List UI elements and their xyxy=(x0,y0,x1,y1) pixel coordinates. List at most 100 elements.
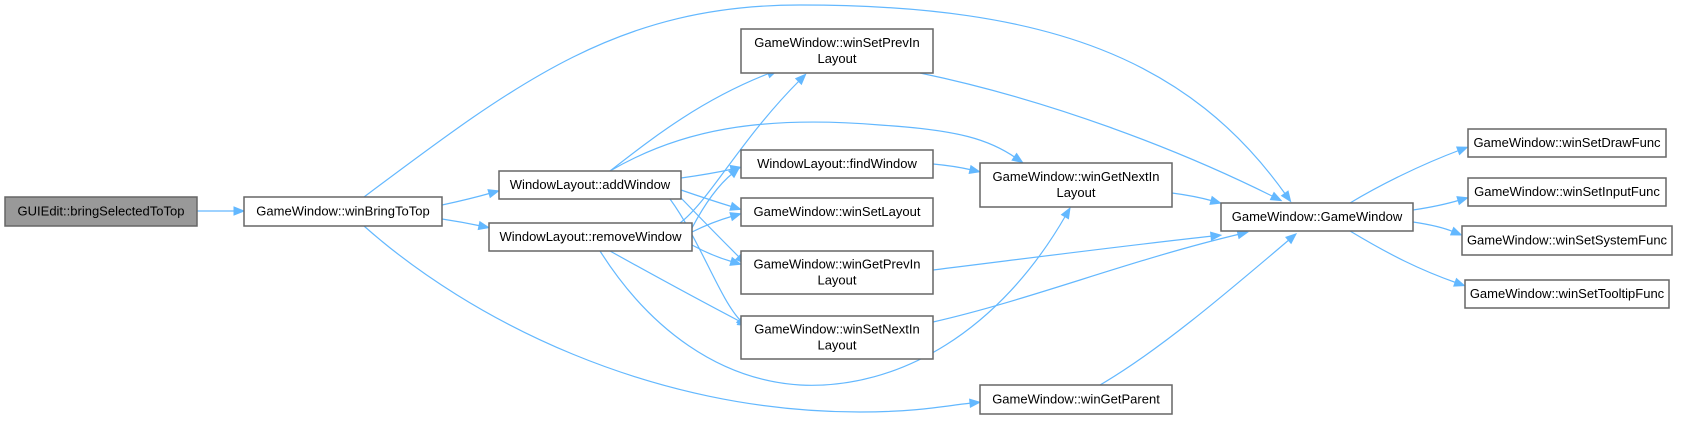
edge-line xyxy=(441,218,482,227)
arrowhead xyxy=(1455,146,1469,156)
arrowhead xyxy=(477,220,491,231)
edge-n11-n14 xyxy=(1412,221,1463,236)
node-box xyxy=(1467,128,1667,158)
node-box xyxy=(4,196,198,227)
edge-line xyxy=(932,163,973,171)
node-box xyxy=(740,197,934,227)
edge-line xyxy=(1349,149,1461,204)
node-box xyxy=(243,196,443,227)
edge-line xyxy=(1099,238,1291,386)
arrowhead xyxy=(968,164,982,175)
node-label: GameWindow::winSetInputFunc xyxy=(1474,184,1660,199)
edge-n8-n11 xyxy=(932,229,1250,323)
edge-line xyxy=(691,172,734,229)
node-label: GameWindow::winGetPrevIn xyxy=(754,257,921,272)
node-label: GameWindow::winGetParent xyxy=(992,392,1160,407)
edge-line xyxy=(609,72,771,172)
arrowhead xyxy=(1209,195,1223,205)
edge-line xyxy=(932,235,1214,271)
edge-line xyxy=(363,225,973,413)
node-gamewindow-winsetinputfunc[interactable]: GameWindow::winSetInputFunc xyxy=(1467,177,1667,207)
edge-n4-n11 xyxy=(919,72,1283,202)
node-label: GUIEdit::bringSelectedToTop xyxy=(18,204,185,219)
arrowhead xyxy=(1453,277,1466,287)
node-label: GameWindow::winSetTooltipFunc xyxy=(1470,286,1665,301)
node-box xyxy=(1220,202,1414,232)
node-label: GameWindow::winGetNextIn xyxy=(993,169,1160,184)
node-label: GameWindow::winBringToTop xyxy=(256,204,429,219)
node-label: Layout xyxy=(1056,185,1095,200)
edge-n1-n3 xyxy=(441,218,491,231)
arrowhead xyxy=(1280,190,1292,203)
edge-n11-n15 xyxy=(1349,230,1466,287)
node-gamewindow-winbringtotop[interactable]: GameWindow::winBringToTop xyxy=(243,196,443,227)
node-gamewindow-gamewindow[interactable]: GameWindow::GameWindow xyxy=(1220,202,1414,232)
edge-n3-n9 xyxy=(599,206,1071,386)
node-gamewindow-winsettooltipfunc[interactable]: GameWindow::winSetTooltipFunc xyxy=(1464,279,1670,309)
node-label: Layout xyxy=(817,273,856,288)
node-label: WindowLayout::findWindow xyxy=(757,156,917,171)
edge-n2-n6 xyxy=(680,189,742,211)
edge-n1-n11 xyxy=(363,4,1292,203)
arrowhead xyxy=(1210,231,1223,241)
edge-line xyxy=(932,233,1241,323)
arrowhead xyxy=(969,398,982,408)
edge-n11-n12 xyxy=(1349,146,1469,204)
node-windowlayout-removewindow[interactable]: WindowLayout::removeWindow xyxy=(488,222,693,252)
node-box xyxy=(1461,225,1673,256)
edge-n2-n9 xyxy=(609,121,1024,172)
edge-n11-n13 xyxy=(1412,196,1469,211)
edge-line xyxy=(609,250,742,323)
edge-line xyxy=(679,79,801,224)
arrowhead xyxy=(1285,232,1298,245)
edge-line xyxy=(691,215,734,233)
node-gamewindow-winsetdrawfunc[interactable]: GameWindow::winSetDrawFunc xyxy=(1467,128,1667,158)
edge-line xyxy=(669,198,742,322)
arrowhead xyxy=(729,201,742,211)
node-label: GameWindow::winSetSystemFunc xyxy=(1467,233,1668,248)
node-windowlayout-addwindow[interactable]: WindowLayout::addWindow xyxy=(498,170,682,200)
arrowhead xyxy=(728,167,741,179)
node-box xyxy=(498,170,682,200)
arrowhead xyxy=(794,73,807,86)
node-box xyxy=(1467,177,1667,207)
node-gamewindow-winsetlayout[interactable]: GameWindow::winSetLayout xyxy=(740,197,934,227)
edge-n10-n11 xyxy=(1099,232,1298,386)
node-label: WindowLayout::addWindow xyxy=(510,177,671,192)
edge-line xyxy=(680,189,734,208)
node-box xyxy=(979,384,1173,415)
node-label: GameWindow::winSetNextIn xyxy=(754,322,919,337)
arrowhead xyxy=(1449,226,1463,236)
edge-n3-n5 xyxy=(691,167,741,229)
node-label: WindowLayout::removeWindow xyxy=(499,229,682,244)
node-box xyxy=(740,315,934,360)
edge-n3-n7 xyxy=(691,244,742,266)
node-gamewindow-wingetparent[interactable]: GameWindow::winGetParent xyxy=(979,384,1173,415)
node-box xyxy=(740,149,934,179)
edge-line xyxy=(1349,230,1458,284)
node-label: Layout xyxy=(817,338,856,353)
edge-n3-n8 xyxy=(609,250,750,327)
node-box xyxy=(740,250,934,295)
arrowhead xyxy=(729,212,742,222)
arrowhead xyxy=(233,206,246,216)
edge-line xyxy=(680,197,741,259)
node-guiedit-bringselectedtotop[interactable]: GUIEdit::bringSelectedToTop xyxy=(4,196,198,227)
edge-line xyxy=(1171,192,1214,202)
edge-line xyxy=(919,72,1275,198)
edge-n1-n10 xyxy=(363,225,982,413)
node-gamewindow-winsetsystemfunc[interactable]: GameWindow::winSetSystemFunc xyxy=(1461,225,1673,256)
node-windowlayout-findwindow[interactable]: WindowLayout::findWindow xyxy=(740,149,934,179)
node-box xyxy=(979,162,1173,208)
arrowhead xyxy=(1456,196,1469,206)
edge-line xyxy=(1412,221,1455,233)
arrowhead xyxy=(1011,152,1024,164)
edge-n3-n6 xyxy=(691,212,742,233)
node-label: GameWindow::winSetLayout xyxy=(754,204,921,219)
